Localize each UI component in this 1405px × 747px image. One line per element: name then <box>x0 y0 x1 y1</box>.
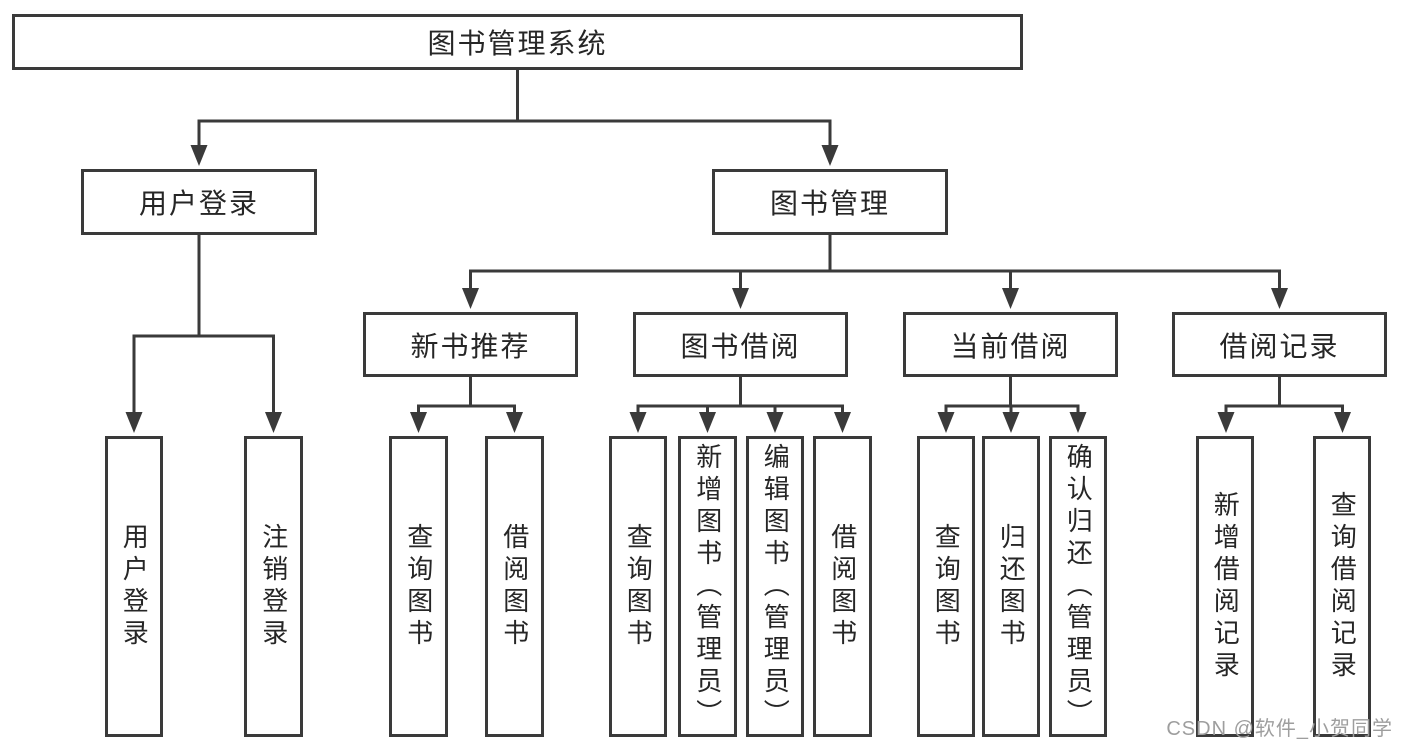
node-book-borrowing: 图书借阅 <box>633 312 848 377</box>
leaf-label: 编辑图书（管理员） <box>760 442 791 731</box>
watermark: CSDN @软件_小贺同学 <box>1166 718 1393 740</box>
leaf-label: 用户登录 <box>119 522 150 651</box>
leaf-label: 借阅图书 <box>499 522 530 651</box>
leaf-label: 查询借阅记录 <box>1327 490 1358 683</box>
leaf-label: 查询图书 <box>623 522 654 651</box>
leaf-label: 借阅图书 <box>827 522 858 651</box>
leaf-query-books-current: 查询图书 <box>917 436 975 737</box>
leaf-label: 查询图书 <box>931 522 962 651</box>
leaf-label: 确认归还（管理员） <box>1063 442 1094 731</box>
leaf-label: 新增图书（管理员） <box>692 442 723 731</box>
leaf-label: 注销登录 <box>258 522 289 651</box>
leaf-add-book-admin: 新增图书（管理员） <box>678 436 737 737</box>
leaf-query-borrow-record: 查询借阅记录 <box>1313 436 1371 737</box>
node-current-borrowing: 当前借阅 <box>903 312 1118 377</box>
leaf-add-borrow-record: 新增借阅记录 <box>1196 436 1254 737</box>
leaf-return-book: 归还图书 <box>982 436 1040 737</box>
leaf-borrow-books-borrowing: 借阅图书 <box>813 436 872 737</box>
leaf-edit-book-admin: 编辑图书（管理员） <box>746 436 804 737</box>
leaf-query-books-borrowing: 查询图书 <box>609 436 667 737</box>
leaf-label: 新增借阅记录 <box>1210 490 1241 683</box>
leaf-label: 归还图书 <box>996 522 1027 651</box>
leaf-query-books-newbooks: 查询图书 <box>389 436 448 737</box>
node-borrow-records: 借阅记录 <box>1172 312 1387 377</box>
leaf-user-login: 用户登录 <box>105 436 163 737</box>
node-book-management: 图书管理 <box>712 169 948 235</box>
node-new-book-recommendation: 新书推荐 <box>363 312 578 377</box>
node-root: 图书管理系统 <box>12 14 1023 70</box>
leaf-confirm-return-admin: 确认归还（管理员） <box>1049 436 1107 737</box>
leaf-borrow-books-newbooks: 借阅图书 <box>485 436 544 737</box>
leaf-logout: 注销登录 <box>244 436 303 737</box>
leaf-label: 查询图书 <box>403 522 434 651</box>
node-user-login: 用户登录 <box>81 169 317 235</box>
